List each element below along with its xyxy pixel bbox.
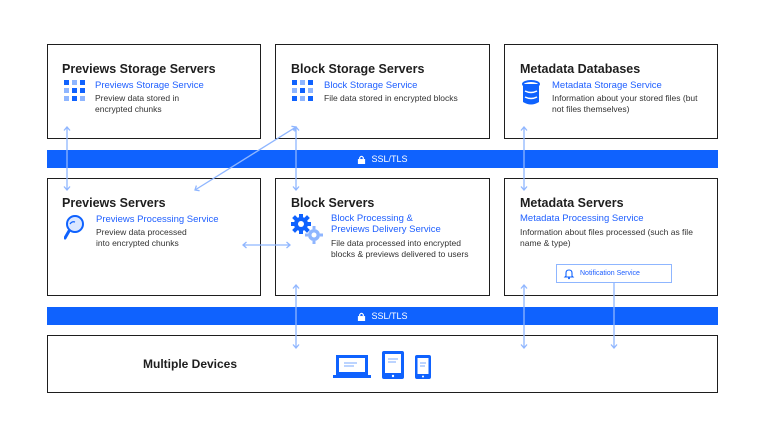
metadata-db-desc-line2: not files themselves) (552, 104, 630, 114)
previews-servers-box (47, 178, 261, 296)
block-processing-service-link-line2[interactable]: Previews Delivery Service (331, 224, 441, 235)
notification-service-box[interactable]: Notification Service (556, 264, 672, 283)
bell-icon (563, 268, 575, 279)
metadata-servers-desc-line1: Information about files processed (such … (520, 227, 693, 237)
metadata-storage-service-link[interactable]: Metadata Storage Service (552, 80, 662, 91)
metadata-databases-title: Metadata Databases (520, 62, 641, 76)
ssl-tls-label-bottom: SSL/TLS (371, 311, 408, 321)
lock-icon (358, 155, 366, 164)
block-servers-desc-line2: blocks & previews delivered to users (331, 249, 469, 259)
metadata-db-desc-line1: Information about your stored files (but (552, 93, 698, 103)
previews-storage-desc-line2: encrypted chunks (95, 104, 162, 114)
multiple-devices-title: Multiple Devices (143, 357, 238, 371)
metadata-servers-title: Metadata Servers (520, 196, 624, 210)
previews-servers-desc-line1: Preview data processed (96, 227, 187, 237)
block-servers-title: Block Servers (291, 196, 375, 210)
block-storage-service-link[interactable]: Block Storage Service (324, 80, 418, 91)
block-processing-service-link-line1[interactable]: Block Processing & (331, 213, 413, 224)
previews-servers-title: Previews Servers (62, 196, 166, 210)
previews-processing-service-link[interactable]: Previews Processing Service (96, 214, 219, 225)
metadata-databases-box (504, 44, 718, 139)
ssl-tls-bar-bottom: SSL/TLS (47, 307, 718, 325)
phone-icon (414, 354, 432, 385)
ssl-tls-label-top: SSL/TLS (371, 154, 408, 164)
metadata-processing-service-link[interactable]: Metadata Processing Service (520, 213, 644, 224)
database-icon (521, 80, 541, 111)
grid-blocks-icon (292, 80, 314, 107)
block-storage-servers-box (275, 44, 490, 139)
block-servers-desc-line1: File data processed into encrypted (331, 238, 461, 248)
block-storage-desc-line1: File data stored in encrypted blocks (324, 93, 458, 103)
tablet-icon (381, 350, 405, 385)
laptop-icon (333, 354, 371, 385)
gears-icon (290, 213, 324, 250)
block-storage-servers-title: Block Storage Servers (291, 62, 425, 76)
arrow-block-storage-to-previews-servers (194, 125, 297, 192)
magnifier-icon (63, 214, 90, 245)
grid-blocks-icon (64, 80, 86, 107)
notification-service-label: Notification Service (580, 270, 640, 277)
lock-icon (358, 312, 366, 321)
metadata-servers-desc-line2: name & type) (520, 238, 571, 248)
previews-storage-desc-line1: Preview data stored in (95, 93, 180, 103)
previews-storage-servers-title: Previews Storage Servers (62, 62, 216, 76)
previews-servers-desc-line2: into encrypted chunks (96, 238, 179, 248)
previews-storage-service-link[interactable]: Previews Storage Service (95, 80, 204, 91)
